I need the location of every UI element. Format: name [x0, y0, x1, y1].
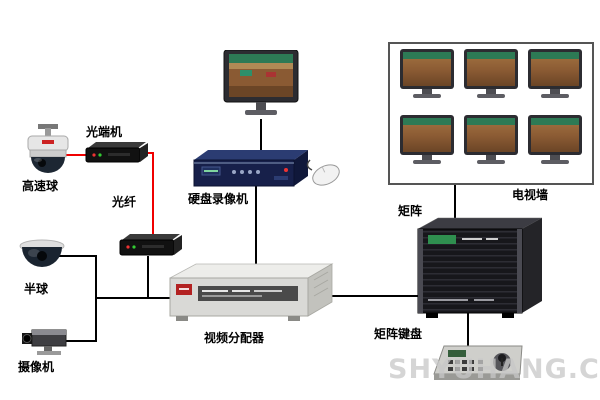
label-optical-transceiver: 光端机 — [86, 125, 123, 139]
optical-transceiver-2 — [118, 232, 182, 258]
mouse-graphic — [306, 159, 340, 186]
dvr-graphic — [193, 150, 308, 187]
dvr-unit — [190, 148, 312, 192]
distributor-graphic — [169, 263, 334, 321]
wall-monitor — [524, 49, 586, 113]
label-matrix-keyboard: 矩阵键盘 — [374, 327, 423, 341]
matrix-keyboard-unit — [428, 340, 528, 386]
half-dome-camera — [16, 236, 68, 276]
matrix-graphic — [417, 217, 543, 318]
mouse — [306, 158, 346, 188]
watermark: SHYUHANG.COM — [388, 354, 600, 385]
main-monitor-graphic — [223, 49, 299, 115]
signal-lines — [58, 119, 469, 348]
speed-dome-graphic — [27, 124, 69, 173]
transceiver2-graphic — [119, 234, 182, 256]
dome-brand-mark — [42, 140, 54, 144]
label-dvr: 硬盘录像机 — [188, 192, 249, 206]
fiber-lines — [66, 152, 154, 236]
box-camera-graphic — [22, 329, 67, 355]
wall-monitor — [460, 114, 522, 179]
dvr-power-led — [284, 168, 288, 172]
video-distributor-unit — [168, 262, 334, 326]
label-fiber: 光纤 — [112, 195, 137, 209]
label-speed-dome: 高速球 — [22, 179, 59, 193]
matrix-display — [428, 235, 456, 244]
wall-monitor — [524, 114, 586, 179]
half-dome-graphic — [19, 239, 65, 267]
label-camera: 摄像机 — [18, 360, 55, 374]
matrix-rack — [412, 215, 544, 323]
transceiver1-graphic — [85, 142, 148, 163]
line-transceiver1-transceiver2 — [145, 152, 154, 236]
label-matrix: 矩阵 — [398, 204, 423, 218]
label-tv-wall: 电视墙 — [512, 188, 549, 202]
tv-wall — [388, 42, 594, 185]
wall-monitor — [396, 49, 458, 113]
wall-monitor — [396, 114, 458, 179]
label-video-distributor: 视频分配器 — [204, 331, 265, 345]
wall-monitor — [460, 49, 522, 113]
main-monitor — [220, 49, 302, 120]
optical-transceiver-1 — [84, 142, 148, 164]
box-camera — [20, 324, 72, 358]
keyboard-graphic — [433, 345, 523, 380]
label-half-dome: 半球 — [24, 282, 49, 296]
speed-dome-camera — [18, 124, 78, 179]
